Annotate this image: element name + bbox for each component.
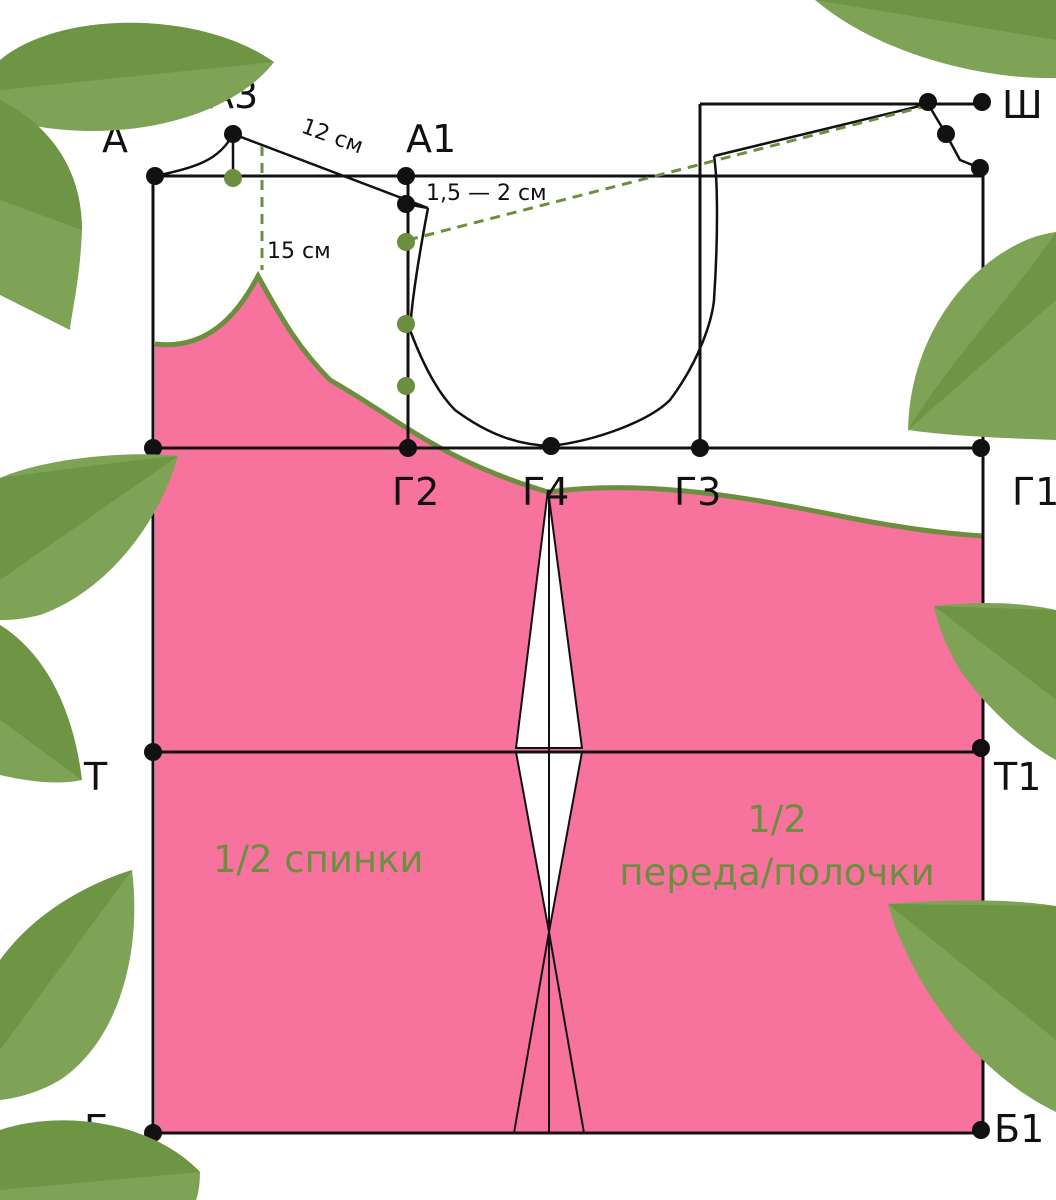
construction-points <box>144 93 991 1142</box>
label-point-g3: Г3 <box>674 470 721 514</box>
label-front-piece-line1: 1/2 <box>747 798 807 841</box>
label-back-piece: 1/2 спинки <box>213 838 423 881</box>
leaf-icon <box>0 100 82 330</box>
label-point-g4: Г4 <box>522 470 569 514</box>
label-point-g1: Г1 <box>1012 470 1056 514</box>
label-shoulder-drop: 1,5 — 2 см <box>426 181 547 206</box>
label-point-g2: Г2 <box>392 470 439 514</box>
label-point-b1: Б1 <box>994 1107 1044 1151</box>
leaf-icon <box>0 1120 200 1200</box>
helper-dots <box>224 169 415 395</box>
leaf-icon <box>0 22 274 132</box>
leaf-icon <box>815 0 1056 79</box>
dart-skirt-lines <box>513 490 585 1134</box>
label-point-t: Т <box>83 755 108 799</box>
cut-outline <box>154 270 984 539</box>
leaf-icon <box>888 900 1056 1112</box>
leaf-icon <box>0 454 178 620</box>
label-point-a1: А1 <box>406 117 456 161</box>
leaf-icon <box>0 625 82 783</box>
leaf-icon <box>908 232 1056 440</box>
label-front-piece-line2: переда/полочки <box>619 851 934 894</box>
label-point-t1: Т1 <box>993 755 1041 799</box>
leaf-icon <box>934 603 1056 760</box>
label-armhole-depth: 15 см <box>267 239 331 264</box>
dashed-guides <box>260 104 927 270</box>
label-point-sh: Ш <box>1002 83 1043 127</box>
label-shoulder-length: 12 см <box>298 114 366 159</box>
leaf-icon <box>0 870 135 1100</box>
